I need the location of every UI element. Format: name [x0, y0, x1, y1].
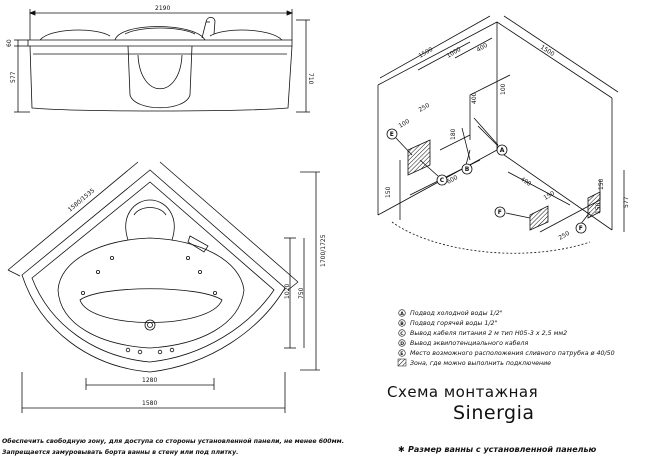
- plan-view: [7, 161, 320, 413]
- plan-dim-inner-1: 1020: [284, 284, 291, 299]
- svg-text:B: B: [400, 321, 404, 327]
- front-dim-width: 2190: [155, 5, 170, 12]
- iso-dim: 600: [446, 174, 460, 186]
- callout-c: C: [440, 177, 445, 184]
- svg-text:A: A: [400, 311, 404, 317]
- plan-dim-bottom-2: 1580: [142, 400, 157, 407]
- legend: A Подвод холодной воды 1/2" B Подвод гор…: [397, 309, 615, 367]
- callout-e: E: [390, 131, 394, 138]
- iso-dim: 400: [471, 92, 478, 104]
- legend-text-c: Вывод кабеля питания 2 м тип Н05-3 х 2,5…: [410, 329, 567, 337]
- iso-dim: 250: [558, 230, 572, 242]
- iso-dim: 250: [418, 102, 432, 114]
- legend-item-d: D Вывод эквипотенциального кабеля: [398, 339, 528, 347]
- iso-dimension-labels: 1500 1000 400 250 100 400 180 1500 100 4…: [385, 42, 630, 242]
- callout-a: A: [500, 147, 505, 154]
- legend-text-e: Место возможного расположения сливного п…: [410, 349, 615, 357]
- legend-text-hatch: Зона, где можно выполнить подключение: [410, 360, 551, 367]
- svg-text:E: E: [400, 351, 403, 357]
- legend-item-c: C Вывод кабеля питания 2 м тип Н05-3 х 2…: [398, 329, 567, 337]
- front-dim-right-height: 710: [307, 73, 314, 85]
- iso-dim: 100: [398, 118, 412, 130]
- legend-item-e: E Место возможного расположения сливного…: [398, 349, 615, 357]
- iso-dim: 400: [476, 42, 490, 54]
- iso-dim: 180: [450, 128, 457, 140]
- legend-text-b: Подвод горячей воды 1/2": [410, 320, 498, 327]
- iso-dim: 100: [500, 83, 507, 95]
- svg-text:D: D: [400, 341, 404, 347]
- legend-item-b: B Подвод горячей воды 1/2": [398, 319, 498, 327]
- iso-dim: 1500: [539, 44, 556, 58]
- front-dim-left-top: 60: [6, 39, 13, 47]
- callout-f-2: F: [579, 225, 583, 232]
- legend-item-a: A Подвод холодной воды 1/2": [398, 309, 503, 317]
- isometric-view: [377, 15, 625, 254]
- plan-dim-diag-right: 1700/1725: [320, 234, 327, 267]
- title-line-1: Схема монтажная: [387, 383, 538, 401]
- title-line-2: Sinergia: [453, 402, 535, 424]
- note-left-line-1: Обеспечить свободную зону, для доступа с…: [2, 437, 344, 445]
- callout-b: B: [465, 166, 470, 173]
- legend-text-a: Подвод холодной воды 1/2": [410, 310, 503, 317]
- legend-text-d: Вывод эквипотенциального кабеля: [410, 339, 528, 347]
- note-right: Размер ванны с установленной панелью: [408, 445, 597, 454]
- iso-dim: 150: [595, 202, 602, 214]
- iso-dim: 577: [623, 196, 630, 208]
- front-view: [14, 9, 310, 113]
- plan-dim-bottom-1: 1280: [142, 377, 157, 384]
- iso-dim: 490: [519, 176, 533, 188]
- iso-dim: 150: [385, 186, 392, 198]
- plan-dim-inner-2: 750: [298, 287, 305, 299]
- front-dim-left-height: 577: [10, 71, 17, 83]
- legend-item-hatch: Зона, где можно выполнить подключение: [397, 358, 551, 367]
- note-left-line-2: Запрещается замуровывать борта ванны в с…: [2, 448, 239, 456]
- iso-dim: 150: [598, 178, 605, 190]
- svg-text:C: C: [400, 331, 404, 337]
- iso-dim: 150: [543, 190, 557, 202]
- note-right-star: ✱: [398, 445, 405, 454]
- iso-dim: 1500: [418, 46, 435, 60]
- iso-callouts: E C B A F F: [386, 128, 587, 234]
- callout-f: F: [498, 209, 502, 216]
